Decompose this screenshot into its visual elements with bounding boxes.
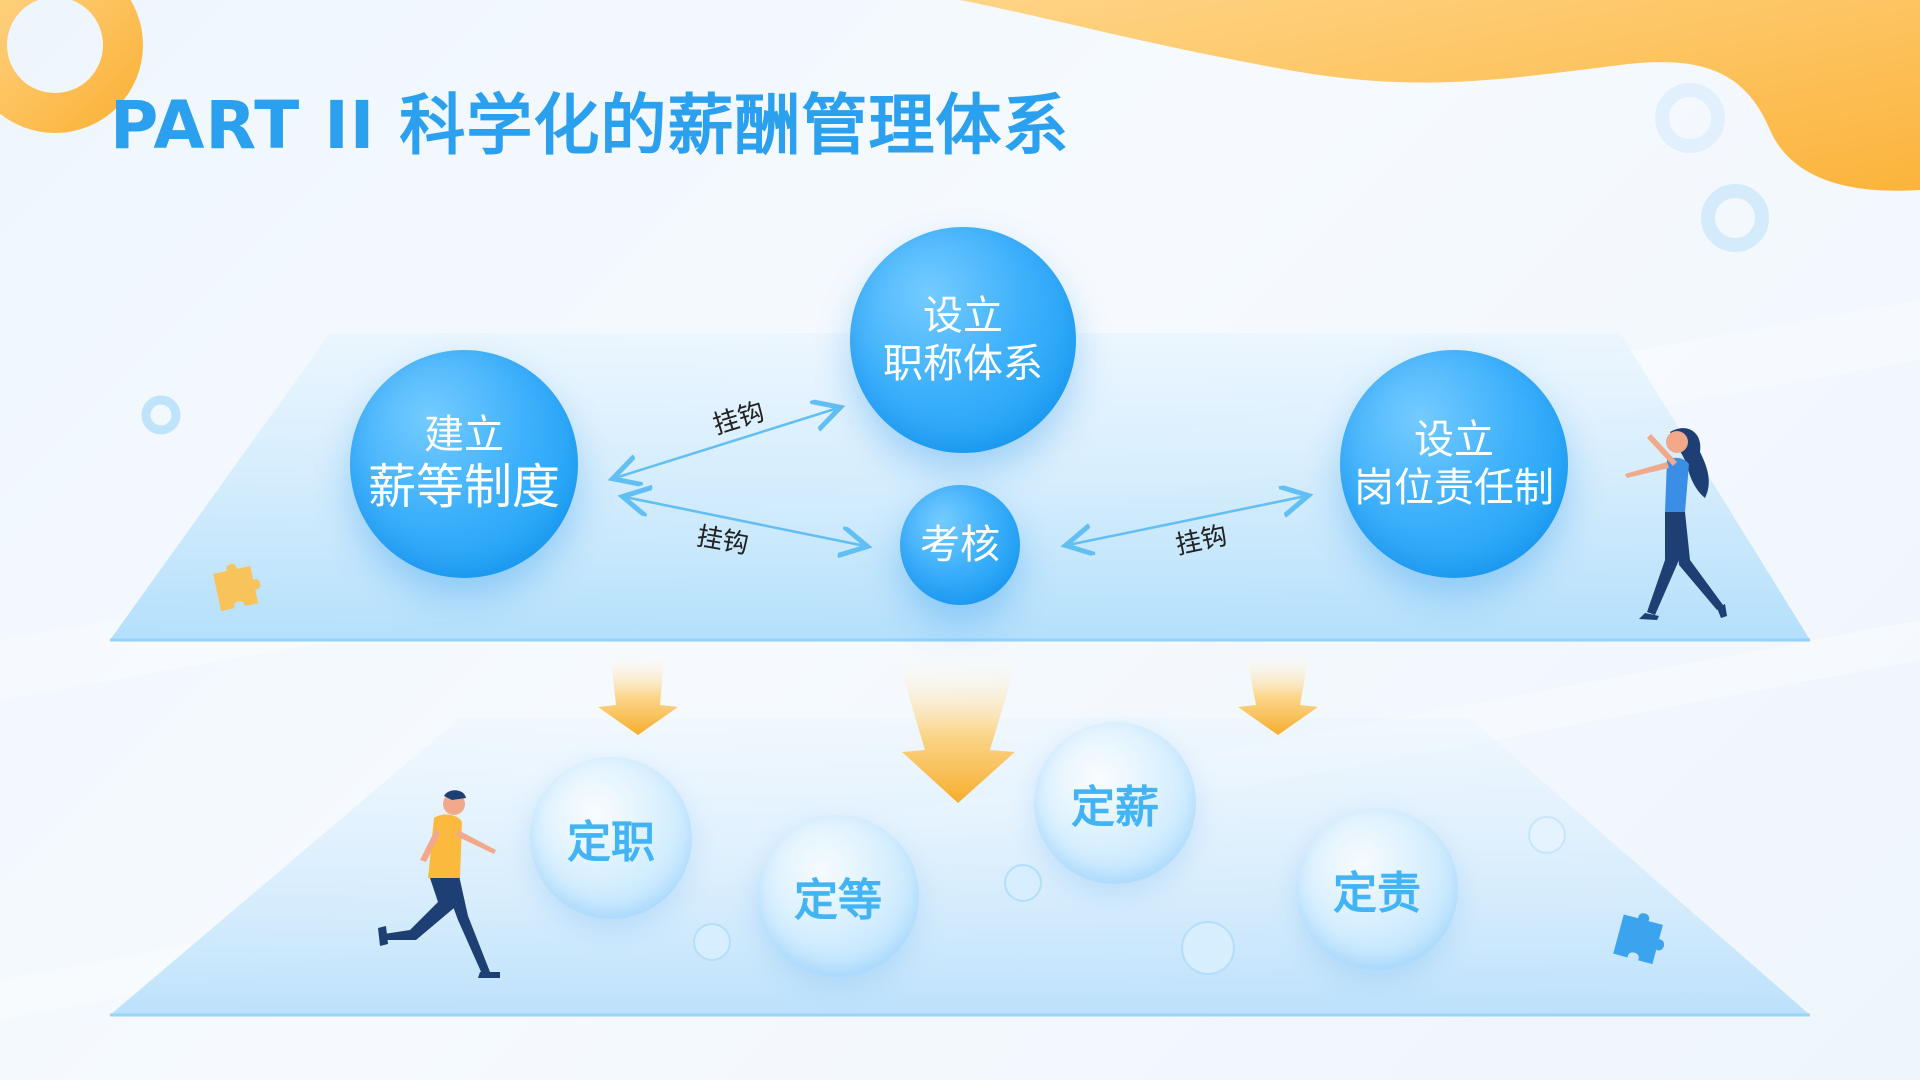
- node-title-system: 设立 职称体系: [850, 227, 1076, 453]
- outcome-bubble: 定职: [530, 757, 692, 919]
- outcome-bubble: 定责: [1296, 808, 1458, 970]
- puzzle-icon: [1613, 913, 1665, 965]
- node-assessment: 考核: [900, 485, 1020, 605]
- outcome-label: 定职: [567, 817, 655, 868]
- outcome-label: 定薪: [1071, 782, 1159, 833]
- node-title-system-line2: 职称体系: [883, 341, 1043, 387]
- woman-figure: [1625, 428, 1727, 620]
- node-salary-system-line2: 薪等制度: [367, 459, 560, 516]
- outcome-label: 定责: [1333, 868, 1421, 919]
- node-salary-system-line1: 建立: [424, 412, 504, 459]
- node-post-system: 设立 岗位责任制: [1340, 350, 1568, 578]
- puzzle-icon: [213, 564, 261, 612]
- node-assessment-label: 考核: [920, 522, 1000, 568]
- node-post-system-line1: 设立: [1414, 417, 1494, 463]
- man-figure: [378, 790, 500, 978]
- node-post-system-line2: 岗位责任制: [1354, 465, 1554, 511]
- outcome-bubble: 定薪: [1034, 722, 1196, 884]
- outcome-bubble: 定等: [757, 815, 919, 977]
- node-salary-system: 建立 薪等制度: [350, 350, 578, 578]
- node-title-system-line1: 设立: [923, 293, 1003, 339]
- page-title: PART II 科学化的薪酬管理体系: [110, 87, 1070, 164]
- outcome-label: 定等: [794, 875, 882, 926]
